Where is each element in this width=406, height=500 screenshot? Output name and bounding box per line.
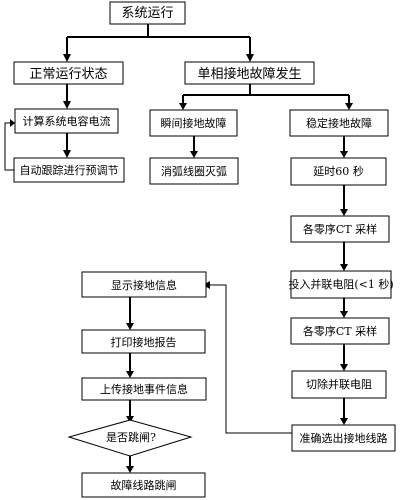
normal-state-box: 正常运行状态 — [13, 61, 124, 85]
stable-fault-label: 稳定接地故障 — [306, 116, 372, 130]
system-run-box: 系统运行 — [109, 1, 186, 25]
upload-ground-event-label: 上传接地事件信息 — [100, 382, 188, 396]
transient-fault-label: 瞬间接地故障 — [161, 116, 227, 130]
cut-parallel-resistor-box: 切除并联电阻 — [291, 370, 387, 399]
calc-capacitance-box: 计算系统电容电流 — [14, 108, 119, 134]
insert-parallel-resistor-box: 投入并联电阻(<1 秒) — [288, 270, 394, 299]
print-ground-report-label: 打印接地报告 — [111, 335, 177, 349]
arc-suppression-label: 消弧线圈灭弧 — [161, 164, 227, 178]
delay-box: 延时60 秒 — [290, 157, 387, 186]
auto-track-label: 自动跟踪进行预调节 — [20, 163, 119, 177]
show-ground-info-box: 显示接地信息 — [81, 271, 207, 298]
arrowheads — [10, 54, 353, 473]
arc-suppression-box: 消弧线圈灭弧 — [149, 157, 239, 185]
trip-fault-line-label: 故障线路跳闸 — [111, 478, 177, 492]
trip-decision-label: 是否跳闸? — [106, 430, 156, 444]
cut-parallel-resistor-label: 切除并联电阻 — [306, 377, 372, 391]
single-phase-fault-box: 单相接地故障发生 — [184, 61, 315, 85]
select-fault-line-label: 准确选出接地线路 — [300, 431, 388, 445]
stable-fault-box: 稳定接地故障 — [289, 109, 389, 137]
insert-parallel-resistor-label: 投入并联电阻(<1 秒) — [288, 277, 393, 291]
calc-capacitance-label: 计算系统电容电流 — [23, 114, 111, 128]
zero-seq-sample-1-label: 各零序CT 采样 — [303, 222, 377, 236]
trip-decision-diamond: 是否跳闸? — [67, 419, 193, 457]
transient-fault-box: 瞬间接地故障 — [149, 109, 238, 137]
auto-track-box: 自动跟踪进行预调节 — [13, 157, 125, 183]
show-ground-info-label: 显示接地信息 — [111, 278, 177, 292]
normal-state-label: 正常运行状态 — [29, 67, 107, 82]
connector-lines — [4, 24, 350, 468]
zero-seq-sample-2-box: 各零序CT 采样 — [290, 317, 390, 345]
single-phase-fault-label: 单相接地故障发生 — [197, 66, 301, 82]
select-fault-line-box: 准确选出接地线路 — [291, 424, 396, 452]
zero-seq-sample-1-box: 各零序CT 采样 — [290, 215, 390, 243]
upload-ground-event-box: 上传接地事件信息 — [81, 377, 207, 401]
delay-label: 延时60 秒 — [313, 164, 364, 178]
system-run-label: 系统运行 — [121, 6, 173, 21]
zero-seq-sample-2-label: 各零序CT 采样 — [303, 324, 377, 338]
print-ground-report-box: 打印接地报告 — [81, 329, 206, 354]
trip-fault-line-box: 故障线路跳闸 — [81, 472, 206, 498]
